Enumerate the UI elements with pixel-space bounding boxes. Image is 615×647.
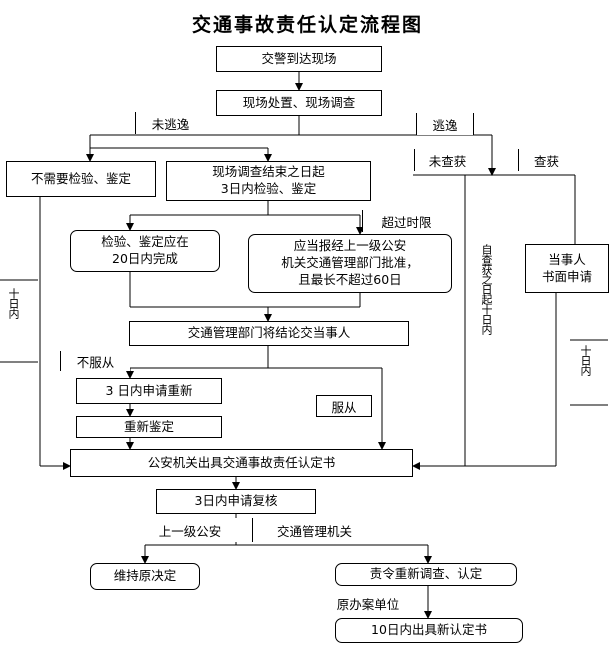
label-not-escape: 未逃逸	[135, 112, 205, 134]
label-overtime: 超过时限	[362, 210, 450, 232]
node-no-test: 不需要检验、鉴定	[6, 161, 156, 197]
page-title: 交通事故责任认定流程图	[191, 14, 423, 36]
note-ten-days-right: 十日内	[579, 345, 592, 375]
node-arrive: 交警到达现场	[216, 46, 382, 72]
node-test3: 现场调查结束之日起 3日内检验、鉴定	[166, 161, 371, 201]
node-reinvestigate: 责令重新调查、认定	[335, 563, 517, 586]
label-upper-police: 上一级公安	[140, 518, 240, 542]
node-within20: 检验、鉴定应在 20日内完成	[70, 230, 220, 272]
node-maintain: 维持原决定	[90, 563, 200, 590]
label-not-caught: 未查获	[414, 149, 480, 171]
label-not-accept: 不服从	[60, 351, 130, 371]
node-redo: 重新鉴定	[76, 416, 222, 438]
node-party-apply: 当事人 书面申请	[525, 244, 609, 293]
label-orig-unit: 原办案单位	[320, 592, 416, 614]
note-escape: 自查获之日起十日内	[480, 244, 493, 334]
note-ten-days-left: 十日内	[7, 288, 20, 318]
node-notify: 交通管理部门将结论交当事人	[129, 321, 409, 346]
node-new10: 10日内出具新认定书	[335, 618, 523, 643]
node-apply-redo: 3 日内申请重新	[76, 378, 222, 404]
node-review: 3日内申请复核	[156, 489, 316, 514]
label-accept: 服从	[316, 395, 372, 417]
node-issue: 公安机关出具交通事故责任认定书	[70, 449, 413, 477]
label-traffic-org: 交通管理机关	[252, 518, 376, 542]
node-report: 应当报经上一级公安 机关交通管理部门批准， 且最长不超过60日	[248, 234, 452, 293]
label-caught: 查获	[518, 149, 574, 171]
label-escape: 逃逸	[416, 113, 474, 135]
node-handle: 现场处置、现场调查	[216, 90, 382, 116]
